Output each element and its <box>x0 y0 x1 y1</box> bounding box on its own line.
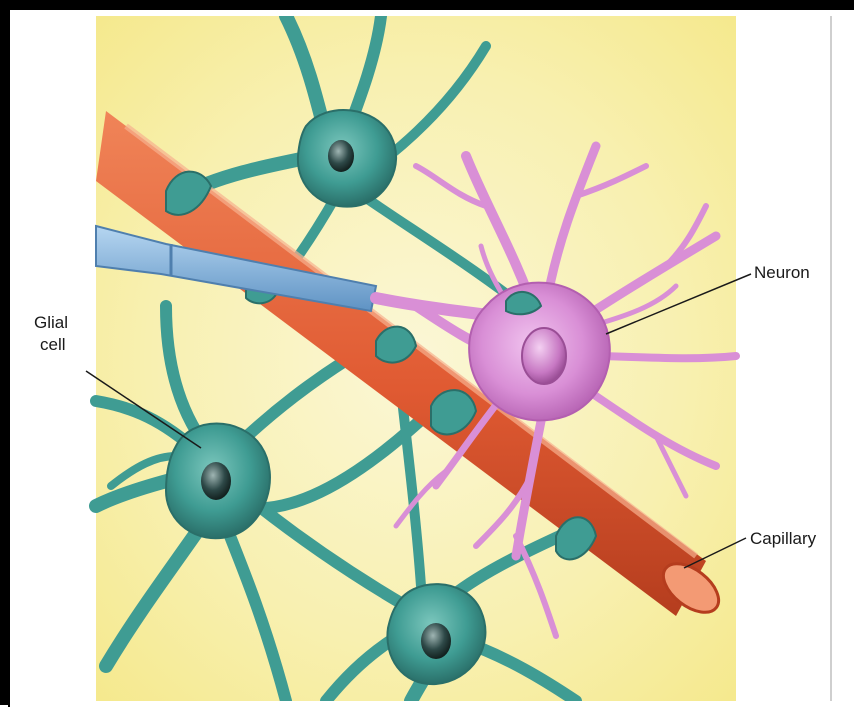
neuron-glia-illustration: Glial cell Neuron Capillary <box>16 16 850 701</box>
glial-cell-bottom <box>387 584 485 684</box>
figure-panel: Glial cell Neuron Capillary <box>10 10 854 707</box>
glial-cell-label-line2: cell <box>40 335 66 354</box>
glial-cell-left <box>166 424 270 539</box>
glial-cell-label-line1: Glial <box>34 313 68 332</box>
neuron-cell-body <box>469 283 610 421</box>
capillary-label: Capillary <box>750 529 817 548</box>
neuron-label: Neuron <box>754 263 810 282</box>
glial-cell-top <box>298 110 396 207</box>
neuron-nucleus <box>522 328 566 384</box>
